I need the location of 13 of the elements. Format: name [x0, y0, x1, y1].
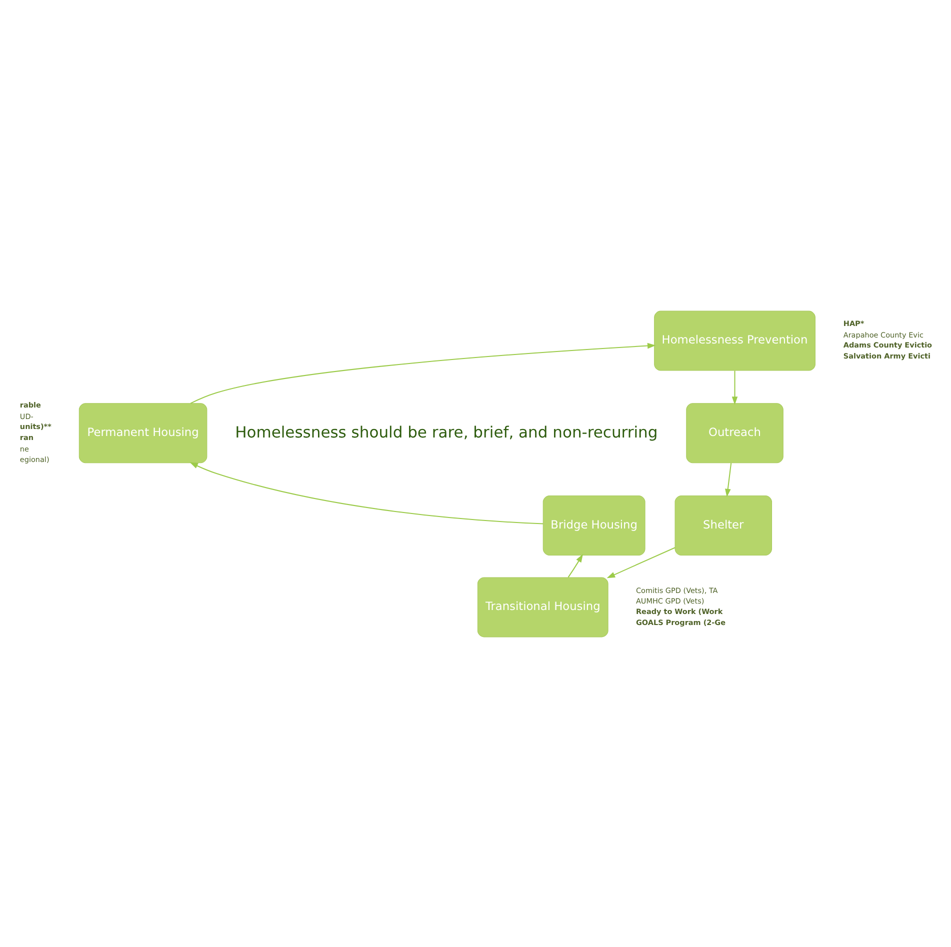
node-box: Bridge Housing: [542, 494, 646, 555]
node-box: Homelessness Prevention: [654, 310, 816, 370]
arrow: [190, 342, 656, 404]
node-box: Outreach: [686, 402, 784, 463]
arrow: [568, 554, 583, 578]
arrow: [606, 546, 676, 578]
node-box: Shelter: [674, 494, 772, 555]
node-box: Permanent Housing: [78, 402, 208, 463]
label: Homelessness should be rare, brief, and non-recurring: [235, 422, 658, 441]
arrow: [725, 462, 732, 497]
arrow: [732, 370, 738, 404]
arrow: [190, 462, 544, 524]
node-box: Transitional Housing: [477, 576, 608, 637]
